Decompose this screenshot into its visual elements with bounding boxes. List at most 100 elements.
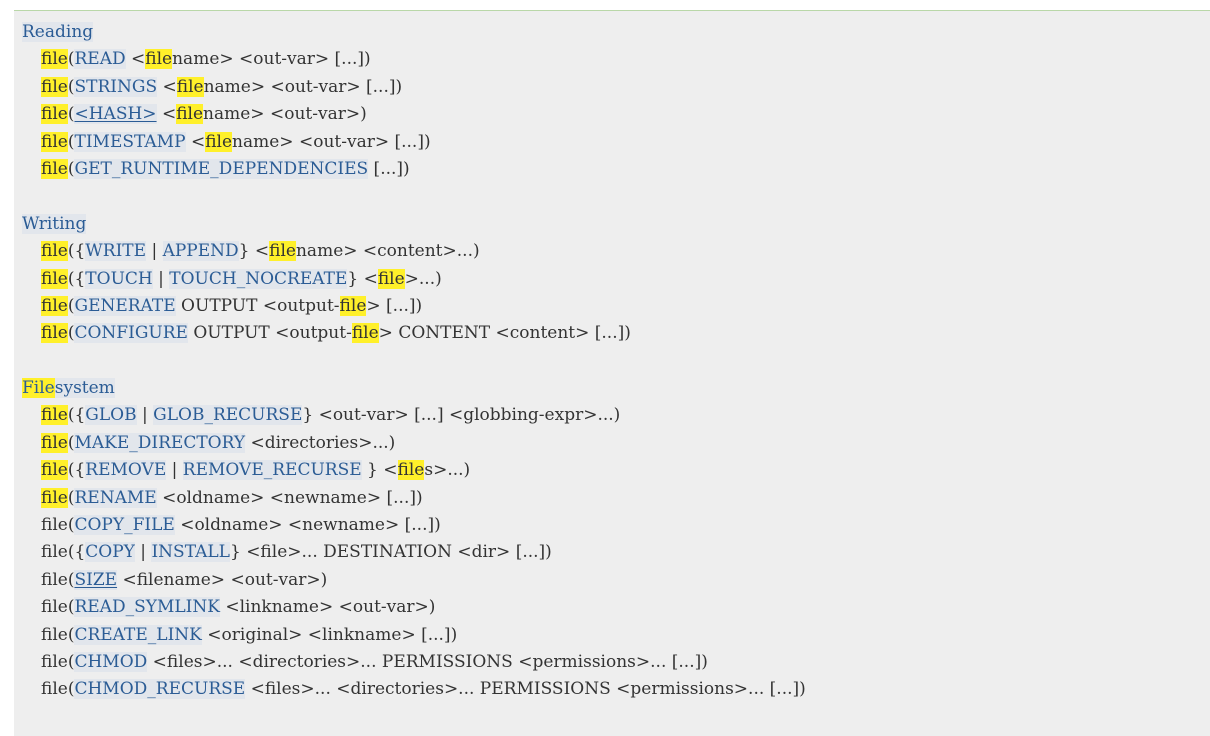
code-text: <	[157, 76, 177, 97]
command-link[interactable]: STRINGS	[74, 76, 158, 97]
code-text: file({	[41, 542, 86, 563]
signature-line: file(CHMOD_RECURSE <files>... <directori…	[22, 676, 806, 703]
top-border	[14, 10, 1210, 11]
section-header[interactable]: Filesystem	[22, 375, 806, 402]
command-link[interactable]: TOUCH_NOCREATE	[169, 268, 348, 289]
signature-line: file(READ <filename> <out-var> [...])	[22, 46, 806, 73]
code-text: (	[67, 487, 75, 508]
search-highlight: file	[269, 241, 296, 262]
search-highlight: file	[377, 268, 405, 289]
command-link[interactable]: READ	[74, 49, 126, 70]
section-header-label[interactable]: Writing	[22, 213, 87, 234]
command-link[interactable]: GENERATE	[74, 295, 176, 316]
command-link[interactable]: REMOVE_RECURSE	[182, 460, 362, 481]
code-text: file(	[41, 515, 75, 536]
search-highlight: file	[41, 131, 68, 152]
code-text: <files>... <directories>... PERMISSIONS …	[147, 651, 708, 672]
signature-line: file(TIMESTAMP <filename> <out-var> [...…	[22, 129, 806, 156]
code-text: > CONTENT <content> [...])	[378, 323, 631, 344]
command-link[interactable]: APPEND	[162, 241, 239, 262]
search-highlight: file	[41, 323, 68, 344]
code-text: ({	[67, 241, 86, 262]
search-highlight: file	[41, 432, 68, 453]
search-highlight: file	[205, 131, 233, 152]
command-link[interactable]: TOUCH	[85, 268, 153, 289]
search-highlight: file	[41, 49, 68, 70]
signature-line: file(RENAME <oldname> <newname> [...])	[22, 485, 806, 512]
code-text: } <file>... DESTINATION <dir> [...])	[229, 542, 552, 563]
code-text: } <	[347, 268, 378, 289]
signature-line: file({COPY | INSTALL} <file>... DESTINAT…	[22, 539, 806, 566]
code-text: <linkname> <out-var>)	[219, 597, 436, 618]
command-link[interactable]: CHMOD	[74, 651, 148, 672]
search-highlight: file	[41, 405, 68, 426]
search-highlight: file	[145, 49, 173, 70]
code-text: <	[185, 131, 206, 152]
command-link[interactable]: COPY	[85, 542, 135, 563]
code-text: |	[146, 241, 163, 262]
command-link[interactable]: INSTALL	[151, 542, 230, 563]
code-text: } <	[238, 241, 270, 262]
code-text: |	[152, 268, 170, 289]
signature-line: file({WRITE | APPEND} <filename> <conten…	[22, 238, 806, 265]
search-highlight: file	[41, 268, 68, 289]
code-text: name> <out-var>)	[203, 104, 367, 125]
command-link[interactable]: CHMOD_RECURSE	[74, 679, 246, 700]
command-link[interactable]: system	[54, 378, 115, 399]
command-link[interactable]: MAKE_DIRECTORY	[74, 432, 246, 453]
code-text: (	[67, 295, 75, 316]
blank-line	[22, 183, 806, 210]
search-highlight: file	[41, 487, 68, 508]
search-highlight: file	[176, 76, 204, 97]
command-link[interactable]: RENAME	[74, 487, 157, 508]
code-text: file(	[41, 569, 75, 590]
command-link[interactable]: WRITE	[85, 241, 147, 262]
signature-line: file(STRINGS <filename> <out-var> [...])	[22, 74, 806, 101]
command-link[interactable]: REMOVE	[85, 460, 167, 481]
code-text: (	[67, 158, 75, 179]
signature-line: file({TOUCH | TOUCH_NOCREATE} <file>...)	[22, 266, 806, 293]
signature-line: file({REMOVE | REMOVE_RECURSE } <files>.…	[22, 457, 806, 484]
signature-line: file(CHMOD <files>... <directories>... P…	[22, 649, 806, 676]
code-text: (	[67, 323, 75, 344]
code-text: (	[67, 432, 75, 453]
search-highlight: file	[41, 295, 68, 316]
signature-line: file(READ_SYMLINK <linkname> <out-var>)	[22, 594, 806, 621]
code-text: name> <out-var> [...])	[203, 76, 403, 97]
command-link[interactable]: TIMESTAMP	[74, 131, 186, 152]
code-text: [...])	[368, 158, 410, 179]
search-highlight: file	[41, 460, 68, 481]
code-text: <directories>...)	[245, 432, 396, 453]
code-text: <	[156, 104, 177, 125]
code-text: > [...])	[366, 295, 423, 316]
blank-line	[22, 348, 806, 375]
code-text: <oldname> <newname> [...])	[156, 487, 423, 508]
search-highlight: File	[22, 378, 55, 399]
command-link[interactable]: COPY_FILE	[74, 515, 175, 536]
code-text: ({	[67, 268, 86, 289]
search-highlight: file	[41, 158, 68, 179]
command-link[interactable]: GLOB	[85, 405, 137, 426]
section-header[interactable]: Reading	[22, 19, 806, 46]
command-link[interactable]: SIZE	[74, 569, 118, 590]
command-link[interactable]: CONFIGURE	[74, 323, 188, 344]
search-highlight: file	[339, 295, 367, 316]
section-header-label[interactable]: Reading	[22, 22, 94, 42]
code-text: <files>... <directories>... PERMISSIONS …	[245, 679, 806, 700]
code-text: } <out-var> [...] <globbing-expr>...)	[302, 405, 621, 426]
command-link[interactable]: GLOB_RECURSE	[153, 405, 303, 426]
code-text: |	[134, 542, 152, 563]
command-link[interactable]: READ_SYMLINK	[74, 597, 220, 618]
signature-line: file(MAKE_DIRECTORY <directories>...)	[22, 430, 806, 457]
code-text: ({	[67, 405, 86, 426]
code-text: file(	[41, 651, 75, 672]
command-link[interactable]: CREATE_LINK	[74, 624, 202, 645]
command-link[interactable]: <HASH>	[74, 104, 157, 125]
code-text: <	[125, 49, 146, 70]
section-header[interactable]: Writing	[22, 211, 806, 238]
code-text: <oldname> <newname> [...])	[174, 515, 441, 536]
code-text: name> <out-var> [...])	[172, 49, 371, 70]
command-link[interactable]: GET_RUNTIME_DEPENDENCIES	[74, 158, 369, 179]
